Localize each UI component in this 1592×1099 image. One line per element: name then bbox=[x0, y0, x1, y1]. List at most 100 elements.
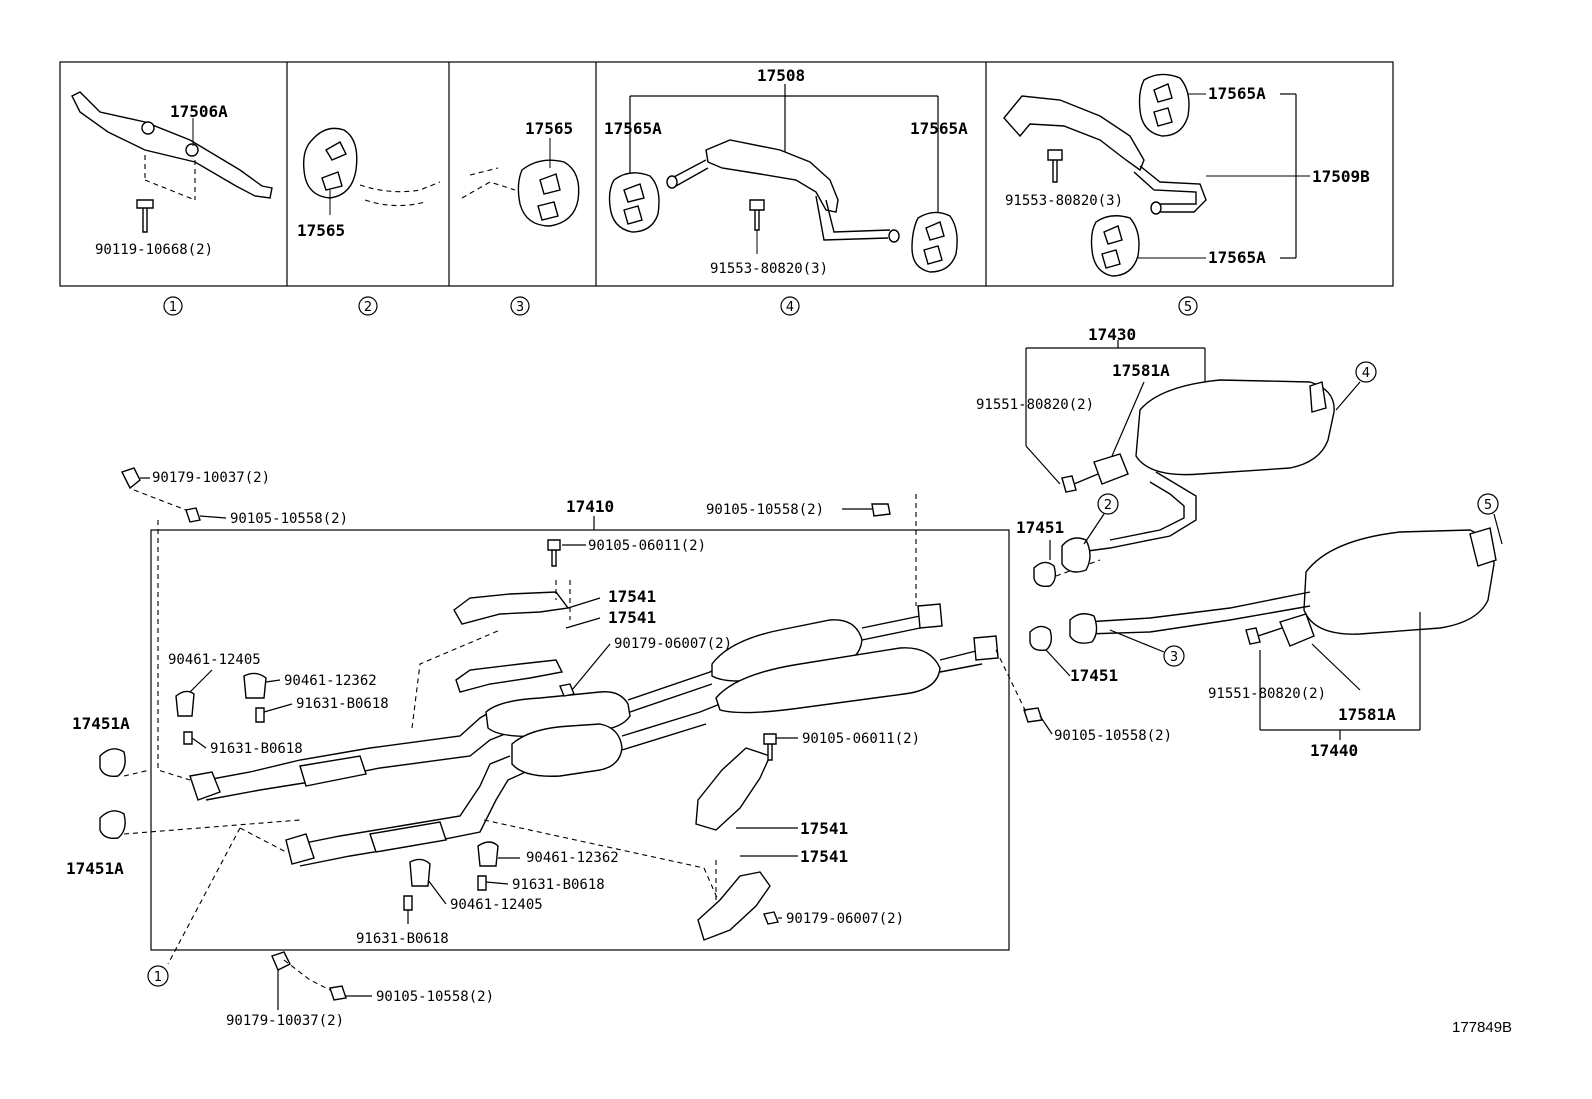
svg-text:4: 4 bbox=[1362, 366, 1370, 381]
label-bolt-bottom: 90179-10037(2) bbox=[226, 1013, 344, 1029]
panel2-label-1: 17565 bbox=[297, 221, 345, 240]
label-clamp-c: 90461-12362 bbox=[526, 850, 619, 866]
screw-b-icon bbox=[183, 731, 193, 745]
bolt-91551-bottom-icon bbox=[1245, 627, 1283, 645]
label-screw-c: 91631-B0618 bbox=[512, 877, 605, 893]
label-gasket-left-top: 17451A bbox=[72, 714, 130, 733]
panel5-label-3: 91553-80820(3) bbox=[1005, 193, 1123, 209]
svg-text:1: 1 bbox=[154, 970, 162, 985]
nut-top-left-icon bbox=[185, 507, 201, 523]
assembly-17410-label: 17410 bbox=[566, 497, 614, 516]
flange-muffler-bottom bbox=[1069, 613, 1098, 644]
clamp-d-icon bbox=[409, 858, 431, 887]
panel1-label-2: 90119-10668(2) bbox=[95, 242, 213, 258]
bolt-heat-bottom-icon bbox=[763, 733, 777, 761]
rubber-hanger-right-icon bbox=[911, 211, 958, 273]
panel5-label-1: 17565A bbox=[1208, 84, 1266, 103]
panel-4-hanger-assembly: 17508 17565A 17565A 91553-80820(3) bbox=[604, 66, 968, 277]
svg-text:5: 5 bbox=[1484, 498, 1492, 513]
label-nut-right: 90105-10558(2) bbox=[1054, 728, 1172, 744]
rubber-hanger-left-icon bbox=[608, 172, 660, 233]
circle-ref-3: 3 bbox=[1109, 629, 1185, 667]
panel-5-hanger-assembly: 17565A 17509B 91553-80820(3) 17565A bbox=[1003, 73, 1370, 277]
label-heat-ins-1: 17541 bbox=[608, 587, 656, 606]
damper-17581a-bottom-icon bbox=[1279, 613, 1315, 647]
panel5-label-4: 17565A bbox=[1208, 248, 1266, 267]
hanger-panel-strip bbox=[59, 61, 1394, 287]
label-muffler-bottom-bolt: 91551-80820(2) bbox=[1208, 686, 1326, 702]
panel4-label-3: 17565A bbox=[910, 119, 968, 138]
label-muffler-top-assy: 17430 bbox=[1088, 325, 1136, 344]
panel-number-5: 5 bbox=[1178, 296, 1198, 316]
panel4-label-2: 17565A bbox=[604, 119, 662, 138]
bolt-heat-top-icon bbox=[547, 539, 561, 567]
label-screw-d: 91631-B0618 bbox=[356, 931, 449, 947]
label-muffler-bottom-assy: 17440 bbox=[1310, 741, 1358, 760]
gasket-left-bottom-icon bbox=[99, 810, 126, 840]
label-nut-bottom: 90105-10558(2) bbox=[376, 989, 494, 1005]
muffler-top-assembly: 17430 17581A 91551-80820(2) bbox=[976, 325, 1335, 573]
panel4-label-4: 91553-80820(3) bbox=[710, 261, 828, 277]
clamp-b-icon bbox=[243, 672, 267, 699]
label-muffler-top-damper: 17581A bbox=[1112, 361, 1170, 380]
heat-insulator-top-2 bbox=[455, 659, 564, 693]
resonator-lower bbox=[715, 647, 941, 714]
label-nut-heat-bottom: 90179-06007(2) bbox=[786, 911, 904, 927]
front-pipe-lower bbox=[289, 755, 511, 847]
label-clamp-b: 90461-12362 bbox=[284, 673, 377, 689]
bolt-90119-icon bbox=[136, 199, 154, 233]
bolt-91551-top-icon bbox=[1061, 473, 1099, 493]
label-muffler-bottom-damper: 17581A bbox=[1338, 705, 1396, 724]
rubber-hanger-top-icon bbox=[1138, 73, 1190, 137]
callout-labels: 90179-10037(2) 90105-10558(2) 90105-1055… bbox=[66, 470, 1172, 1029]
label-bolt-heat-top: 90105-06011(2) bbox=[588, 538, 706, 554]
panel-2-hanger-rubber: 17565 bbox=[297, 127, 441, 240]
label-heat-ins-2: 17541 bbox=[608, 608, 656, 627]
front-pipe-upper bbox=[195, 705, 501, 783]
gasket-mid-bottom-icon bbox=[1029, 625, 1053, 652]
label-clamp-a: 90461-12405 bbox=[168, 652, 261, 668]
panel-number-1: 1 bbox=[163, 296, 183, 316]
label-nut-top-left: 90105-10558(2) bbox=[230, 511, 348, 527]
muffler-bottom-assembly: 91551-80820(2) 17581A 17440 bbox=[1069, 527, 1497, 760]
bracket-17508-shape bbox=[705, 139, 839, 213]
panel-number-4: 4 bbox=[780, 296, 800, 316]
rubber-hanger-17565-icon bbox=[302, 127, 358, 199]
nut-right-icon bbox=[1023, 707, 1043, 723]
panel-number-2: 2 bbox=[358, 296, 378, 316]
flange-upper-left bbox=[189, 771, 221, 801]
label-gasket-mid-bottom: 17451 bbox=[1070, 666, 1118, 685]
screw-d-icon bbox=[403, 895, 413, 911]
label-bolt-top-left: 90179-10037(2) bbox=[152, 470, 270, 486]
bolt-91553-icon-2 bbox=[1047, 149, 1063, 183]
nut-heat-bottom-icon bbox=[763, 911, 779, 925]
circle-ref-1: 1 bbox=[147, 965, 169, 987]
hardware-icons bbox=[99, 467, 1057, 1001]
heat-insulator-bottom-1 bbox=[695, 747, 771, 831]
flange-lower-left bbox=[285, 833, 315, 865]
svg-text:5: 5 bbox=[1184, 300, 1192, 315]
clamp-c-icon bbox=[477, 841, 499, 867]
panel3-label-1: 17565 bbox=[525, 119, 573, 138]
damper-17581a-top-icon bbox=[1093, 453, 1129, 485]
panel5-label-2: 17509B bbox=[1312, 167, 1370, 186]
screw-a-icon bbox=[255, 707, 265, 723]
heat-insulator-bottom-2 bbox=[697, 871, 771, 941]
heat-insulator-top-1 bbox=[453, 591, 570, 625]
bolt-91553-icon bbox=[749, 199, 765, 231]
circle-ref-2: 2 bbox=[1083, 493, 1119, 545]
gasket-left-top-icon bbox=[99, 748, 126, 778]
svg-text:1: 1 bbox=[169, 300, 177, 315]
panel-number-3: 3 bbox=[510, 296, 530, 316]
panel-1-hanger-bracket: 17506A 90119-10668(2) bbox=[71, 91, 273, 258]
rubber-hanger-bottom-icon bbox=[1090, 215, 1140, 277]
svg-text:4: 4 bbox=[786, 300, 794, 315]
bracket-17509b-shape bbox=[1003, 95, 1145, 172]
label-nut-top-mid: 90105-10558(2) bbox=[706, 502, 824, 518]
nut-bottom-icon bbox=[329, 985, 347, 1001]
label-gasket-left-bottom: 17451A bbox=[66, 859, 124, 878]
circle-ref-4: 4 bbox=[1335, 361, 1377, 411]
panel-3-hanger-rubber: 17565 bbox=[461, 119, 580, 227]
label-gasket-mid-top: 17451 bbox=[1016, 518, 1064, 537]
